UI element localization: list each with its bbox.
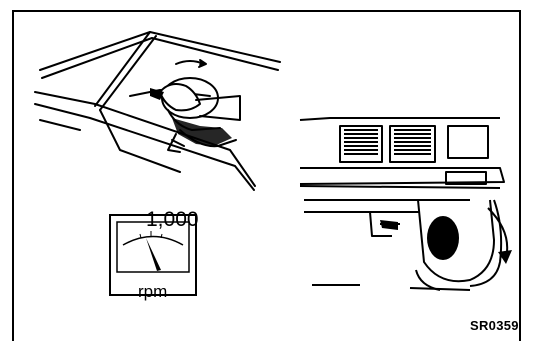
tachometer-reading: 1,000	[146, 208, 199, 232]
vehicle-front-illustration	[300, 118, 504, 290]
tachometer-unit-label: rpm	[138, 282, 167, 302]
car-interior-illustration	[35, 32, 280, 190]
figure-code: SR0359	[470, 318, 519, 333]
